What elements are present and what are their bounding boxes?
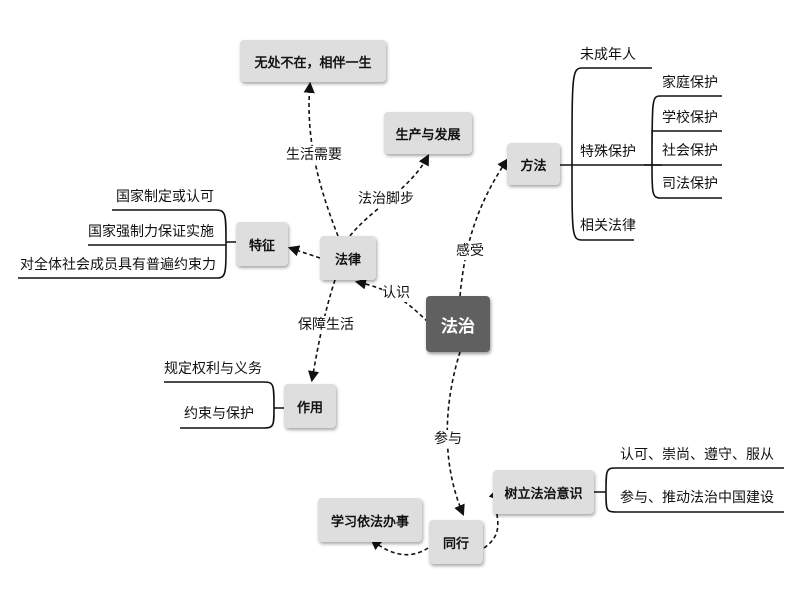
shuli-item: 参与、推动法治中国建设: [620, 490, 774, 506]
edge-tezheng: [287, 245, 321, 259]
special-item: 司法保护: [662, 176, 718, 192]
node-zuoyong[interactable]: 作用: [284, 384, 336, 428]
node-tongxing[interactable]: 同行: [429, 520, 483, 564]
tezheng-item: 国家强制力保证实施: [88, 224, 214, 240]
special-item: 社会保护: [662, 143, 718, 159]
node-wuchu[interactable]: 无处不在，相伴一生: [240, 40, 386, 82]
zuoyong-item: 规定权利与义务: [164, 361, 262, 377]
tezheng-bracket: [18, 209, 236, 279]
edge-ganshou: [459, 158, 509, 297]
edge-shenghuo: [303, 81, 339, 237]
node-tezheng[interactable]: 特征: [236, 222, 288, 266]
node-fangfa[interactable]: 方法: [507, 143, 560, 185]
edge-fazhi-jiaobu: [349, 154, 430, 237]
shuli-bracket: [594, 467, 784, 513]
special-item: 家庭保护: [662, 75, 718, 91]
zuoyong-bracket: [164, 381, 284, 429]
fangfa-item: 未成年人: [580, 47, 636, 63]
node-shuli[interactable]: 树立法治意识: [493, 470, 594, 514]
edge-label-fazhi-jiaobu: 法治脚步: [358, 190, 414, 208]
zuoyong-item: 约束与保护: [184, 406, 254, 422]
edge-label-canyu: 参与: [434, 430, 462, 448]
shuli-item: 认可、崇尚、遵守、服从: [620, 447, 774, 463]
node-shengchan[interactable]: 生产与发展: [384, 112, 472, 154]
edge-label-baozhang: 保障生活: [298, 316, 354, 334]
special-item: 学校保护: [662, 110, 718, 126]
edge-tongxing-xuexi: [370, 538, 429, 556]
tezheng-item: 对全体社会成员具有普遍约束力: [20, 257, 216, 273]
fangfa-item: 特殊保护: [580, 143, 636, 161]
fangfa-item: 相关法律: [580, 218, 636, 234]
node-falv[interactable]: 法律: [320, 236, 376, 280]
edge-label-shenghuo: 生活需要: [286, 146, 342, 164]
node-xuexi[interactable]: 学习依法办事: [318, 498, 422, 542]
tezheng-item: 国家制定或认可: [116, 189, 214, 205]
special-bracket: [644, 95, 722, 199]
edge-label-ganshou: 感受: [456, 242, 484, 260]
edge-label-renshi: 认识: [382, 284, 410, 302]
center-node-fazhi[interactable]: 法治: [426, 296, 490, 352]
